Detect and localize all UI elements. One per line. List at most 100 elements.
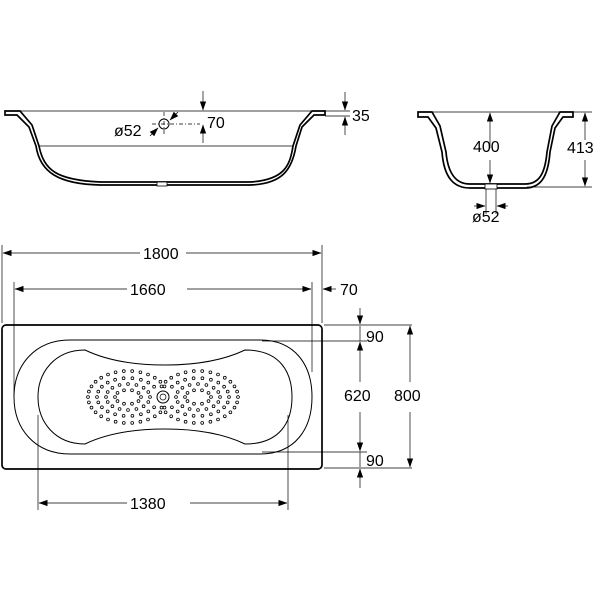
anti-slip-dot xyxy=(87,400,91,405)
anti-slip-dot xyxy=(187,407,192,411)
overflow-diameter-arrow-1 xyxy=(149,127,159,137)
anti-slip-dot xyxy=(121,413,126,418)
anti-slip-dot xyxy=(216,409,221,414)
anti-slip-dot xyxy=(176,417,180,422)
anti-slip-dot xyxy=(192,401,196,406)
anti-slip-dot xyxy=(113,395,117,399)
anti-slip-dot xyxy=(183,370,188,375)
anti-slip-dot xyxy=(86,395,90,399)
plan-inner-width-label: 620 xyxy=(344,388,371,405)
anti-slip-dot xyxy=(185,399,190,403)
anti-slip-dot xyxy=(204,407,209,411)
anti-slip-dot xyxy=(170,405,174,410)
anti-slip-dot xyxy=(130,421,135,425)
anti-slip-dot xyxy=(158,410,163,415)
anti-slip-dot xyxy=(183,377,187,382)
anti-slip-dot xyxy=(134,383,139,387)
anti-slip-dot xyxy=(122,388,126,393)
anti-slip-dot xyxy=(141,385,146,390)
anti-slip-dot xyxy=(122,401,126,406)
anti-slip-dot xyxy=(200,401,204,406)
anti-slip-dot xyxy=(206,399,211,403)
anti-slip-dot xyxy=(106,372,110,377)
anti-slip-dot xyxy=(176,372,180,377)
anti-slip-dot xyxy=(209,412,213,417)
side-view-tub-profile xyxy=(4,110,326,186)
anti-slip-dot xyxy=(141,404,146,409)
anti-slip-dot xyxy=(183,419,188,424)
plan-floor-length-label: 1380 xyxy=(130,496,166,513)
anti-slip-dot xyxy=(232,405,237,410)
anti-slip-dot xyxy=(169,375,174,380)
anti-slip-dot xyxy=(89,384,94,389)
anti-slip-dot xyxy=(93,410,98,415)
anti-slip-dot xyxy=(138,370,143,375)
anti-slip-dot xyxy=(222,405,226,410)
anti-slip-dot xyxy=(134,407,139,411)
anti-slip-dot xyxy=(99,414,103,419)
anti-slip-dot xyxy=(113,377,117,382)
anti-slip-dot xyxy=(225,400,230,405)
end-view: 400 413 ø52 xyxy=(417,111,594,226)
plan-view-outer-outline xyxy=(1,324,323,470)
anti-slip-dot xyxy=(170,384,174,389)
anti-slip-dot xyxy=(158,379,163,384)
anti-slip-dot xyxy=(211,404,216,409)
anti-slip-dot xyxy=(227,395,231,399)
anti-slip-dot xyxy=(216,400,221,404)
anti-slip-dot xyxy=(208,419,213,424)
anti-slip-dot xyxy=(232,384,237,389)
anti-slip-dot xyxy=(192,388,196,393)
anti-slip-dot xyxy=(146,390,151,394)
anti-slip-dot xyxy=(113,370,118,375)
anti-slip-dot xyxy=(159,384,164,389)
anti-slip-dot xyxy=(121,376,126,381)
anti-slip-dot xyxy=(130,401,134,406)
anti-slip-dot xyxy=(117,407,122,411)
anti-slip-dot xyxy=(191,376,196,381)
anti-slip-dot xyxy=(110,385,115,390)
anti-slip-dot xyxy=(96,400,101,405)
anti-slip-dot-pattern xyxy=(86,369,240,425)
plan-end-margin-label: 70 xyxy=(340,282,358,299)
anti-slip-dot xyxy=(87,389,91,394)
anti-slip-dot xyxy=(216,372,220,377)
anti-slip-dot xyxy=(216,417,220,422)
anti-slip-dot xyxy=(200,413,205,418)
anti-slip-dot xyxy=(175,380,180,385)
side-view-drain-outlet xyxy=(156,181,168,187)
anti-slip-dot xyxy=(191,413,196,418)
anti-slip-dot xyxy=(163,410,168,415)
anti-slip-dot xyxy=(208,370,213,375)
side-view-drain-offset-label: 70 xyxy=(207,115,225,132)
anti-slip-dot xyxy=(169,414,174,419)
anti-slip-dot xyxy=(223,414,227,419)
anti-slip-dot xyxy=(136,391,141,395)
plan-view-basin-rim xyxy=(13,339,313,455)
anti-slip-dot xyxy=(100,384,104,389)
anti-slip-dot xyxy=(106,417,110,422)
anti-slip-dot xyxy=(152,384,156,389)
anti-slip-dot xyxy=(211,385,216,390)
anti-slip-dot xyxy=(153,375,157,380)
anti-slip-dot xyxy=(139,377,143,382)
anti-slip-dot xyxy=(153,414,157,419)
anti-slip-dot xyxy=(216,390,221,394)
end-view-inner-depth-label: 400 xyxy=(473,139,500,156)
anti-slip-dot xyxy=(209,395,213,399)
anti-slip-dot xyxy=(192,421,196,425)
anti-slip-dot xyxy=(200,421,205,425)
anti-slip-dot xyxy=(223,375,227,380)
anti-slip-dot xyxy=(126,408,130,412)
anti-slip-dot xyxy=(113,412,117,417)
anti-slip-dot xyxy=(146,417,150,422)
plan-view-basin-floor xyxy=(37,349,293,445)
anti-slip-dot xyxy=(200,369,205,373)
anti-slip-dot xyxy=(105,380,110,385)
anti-slip-dot xyxy=(100,405,104,410)
anti-slip-dot xyxy=(196,382,200,386)
anti-slip-dot xyxy=(138,419,143,424)
anti-slip-dot xyxy=(105,400,110,404)
anti-slip-dot xyxy=(175,409,180,414)
